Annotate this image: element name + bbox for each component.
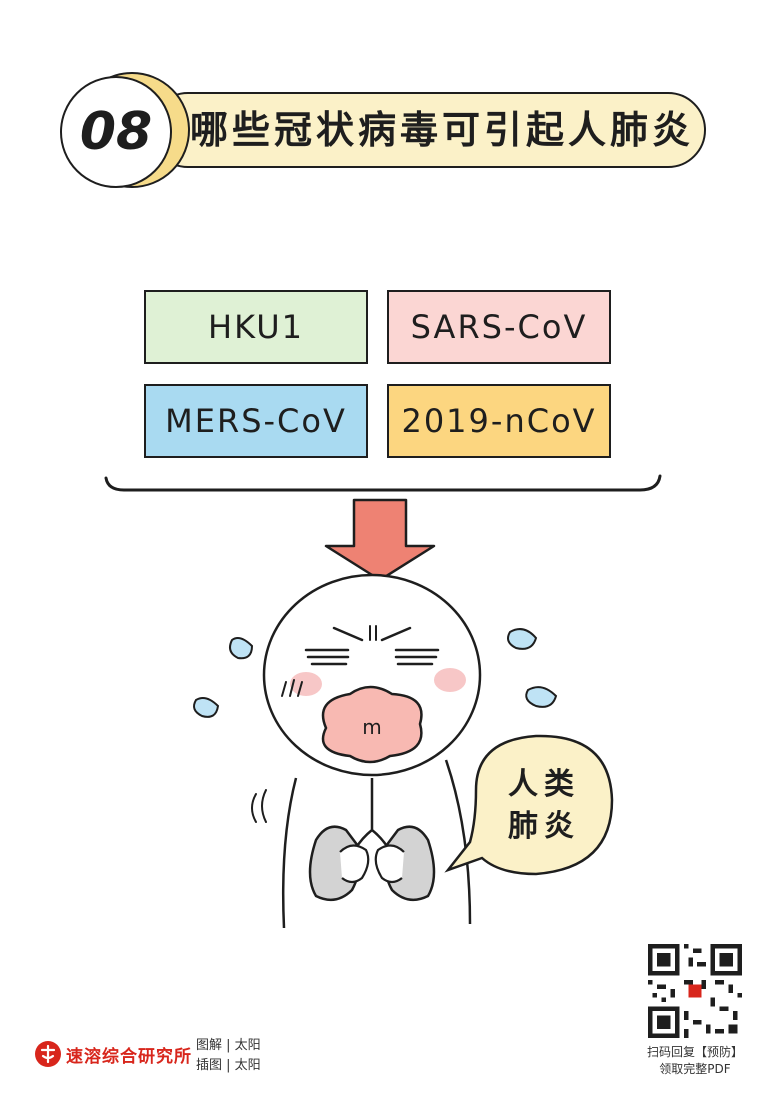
right-hand	[374, 844, 405, 884]
page-title: 哪些冠状病毒可引起人肺炎	[190, 108, 695, 152]
credit-illustration: 插图 | 太阳	[196, 1058, 261, 1073]
body-right-line	[444, 759, 472, 925]
tear-drop-icon	[193, 697, 220, 718]
brand-name: 速溶综合研究所	[66, 1046, 192, 1067]
bracket	[104, 474, 662, 492]
left-hand	[339, 844, 370, 884]
qr-code-icon	[648, 944, 742, 1038]
head	[262, 573, 482, 777]
virus-box-sars-cov: SARS-CoV	[387, 290, 611, 364]
number-badge: 08	[60, 76, 172, 188]
trachea	[354, 778, 390, 849]
speech-bubble	[444, 734, 614, 876]
virus-box-hku1: HKU1	[144, 290, 368, 364]
qr-caption: 扫码回复【预防】 领取完整PDF	[630, 1044, 760, 1078]
right-eye	[394, 648, 440, 666]
bubble-line-2: 肺炎	[508, 809, 580, 844]
right-cheek	[434, 668, 466, 692]
qr-caption-line-1: 扫码回复【预防】	[646, 1045, 743, 1059]
header-bar	[150, 92, 706, 168]
lips	[321, 685, 423, 764]
down-arrow-icon	[324, 498, 436, 582]
virus-label: SARS-CoV	[410, 308, 588, 346]
left-cheek	[290, 672, 322, 696]
logo-icon	[35, 1041, 61, 1067]
section-number: 08	[79, 102, 153, 162]
right-brow	[380, 626, 412, 642]
virus-label: HKU1	[208, 308, 304, 346]
virus-box-mers-cov: MERS-CoV	[144, 384, 368, 458]
qr-caption-line-2: 领取完整PDF	[659, 1062, 731, 1076]
left-eye	[304, 648, 350, 666]
brand-logo: 速溶综合研究所	[34, 1040, 192, 1068]
blush-lines	[281, 679, 303, 697]
mouth-letter: m	[362, 715, 381, 739]
virus-label: 2019-nCoV	[401, 402, 597, 440]
bubble-line-1: 人类	[508, 767, 580, 802]
shiver-marks	[251, 789, 267, 823]
tear-drop-icon	[229, 637, 254, 660]
left-brow	[332, 626, 364, 642]
speech-bubble-text: 人类 肺炎	[484, 764, 604, 848]
credits: 图解 | 太阳 插图 | 太阳	[196, 1036, 261, 1076]
virus-box-2019-ncov: 2019-nCoV	[387, 384, 611, 458]
tear-drop-icon	[507, 628, 538, 650]
credit-graphic: 图解 | 太阳	[196, 1038, 261, 1053]
virus-label: MERS-CoV	[165, 402, 347, 440]
body-left-line	[281, 777, 298, 929]
tear-drop-icon	[525, 686, 558, 708]
frown-lines	[369, 625, 377, 641]
